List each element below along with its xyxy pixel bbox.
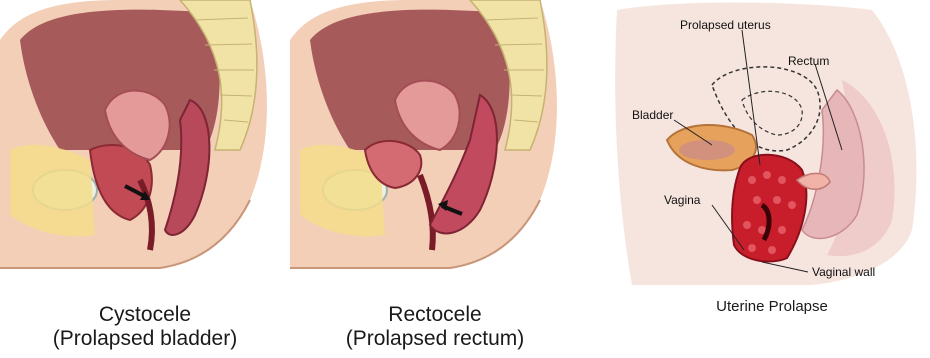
uterine-prolapse-illustration <box>612 0 930 290</box>
rectocele-caption: Rectocele (Prolapsed rectum) <box>290 303 580 351</box>
vagina-label: Vagina <box>664 193 700 207</box>
rectocele-illustration <box>290 0 580 300</box>
rectocele-panel: Rectocele (Prolapsed rectum) <box>290 0 580 358</box>
rectocele-subtitle: (Prolapsed rectum) <box>290 327 580 351</box>
rectocele-title: Rectocele <box>290 303 580 327</box>
prolapsed-uterus-label: Prolapsed uterus <box>680 18 771 32</box>
cystocele-illustration <box>0 0 290 300</box>
uterine-prolapse-title: Uterine Prolapse <box>652 298 892 315</box>
vaginal-wall-label: Vaginal wall <box>812 265 875 279</box>
uterine-prolapse-panel: Prolapsed uterus Rectum Bladder Vagina V… <box>612 0 930 358</box>
rectum-label: Rectum <box>788 54 829 68</box>
cystocele-subtitle: (Prolapsed bladder) <box>0 327 290 351</box>
cystocele-title: Cystocele <box>0 303 290 327</box>
bladder-label: Bladder <box>632 108 673 122</box>
cystocele-panel: Cystocele (Prolapsed bladder) <box>0 0 290 358</box>
cystocele-caption: Cystocele (Prolapsed bladder) <box>0 303 290 351</box>
